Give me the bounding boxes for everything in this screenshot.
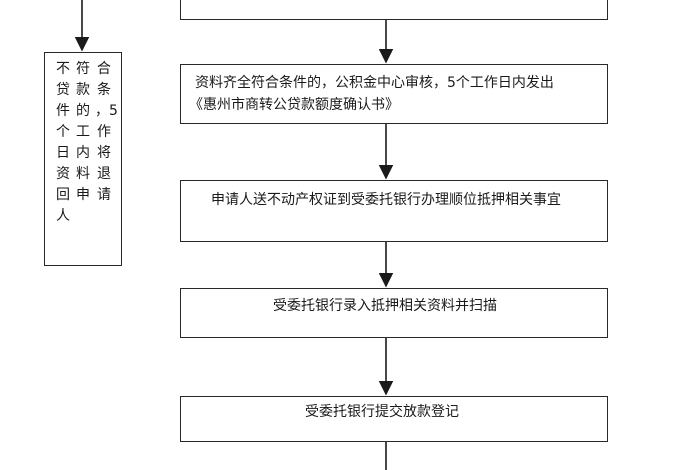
flow-box-step2: 申请人送不动产权证到受委托银行办理顺位抵押相关事宜: [180, 180, 608, 242]
step1-text-line2: 《惠州市商转公贷款额度确认书》: [189, 97, 399, 113]
step3-text: 受委托银行录入抵押相关资料并扫描: [273, 298, 497, 314]
flow-box-step3: 受委托银行录入抵押相关资料并扫描: [180, 288, 608, 338]
side-note-column-2: 符 款 的 工 内 料 申: [76, 61, 90, 203]
side-note-box: 不 贷 件 个 日 资 回 人 符 款 的 工 内 料 申 合 条 ，5 作 将…: [44, 52, 122, 266]
step4-text: 受委托银行提交放款登记: [305, 404, 459, 420]
side-note-column-3: 合 条 ，5 作 将 退 请: [95, 61, 118, 203]
step2-text: 申请人送不动产权证到受委托银行办理顺位抵押相关事宜: [211, 192, 561, 208]
step1-text-line1: 资料齐全符合条件的，公积金中心审核，5个工作日内发出: [195, 75, 554, 91]
flow-box-top: [180, 0, 608, 20]
side-note-column-1: 不 贷 件 个 日 资 回 人: [56, 61, 70, 224]
flow-box-step1: 资料齐全符合条件的，公积金中心审核，5个工作日内发出 《惠州市商转公贷款额度确认…: [180, 64, 608, 124]
flow-box-step4: 受委托银行提交放款登记: [180, 396, 608, 442]
